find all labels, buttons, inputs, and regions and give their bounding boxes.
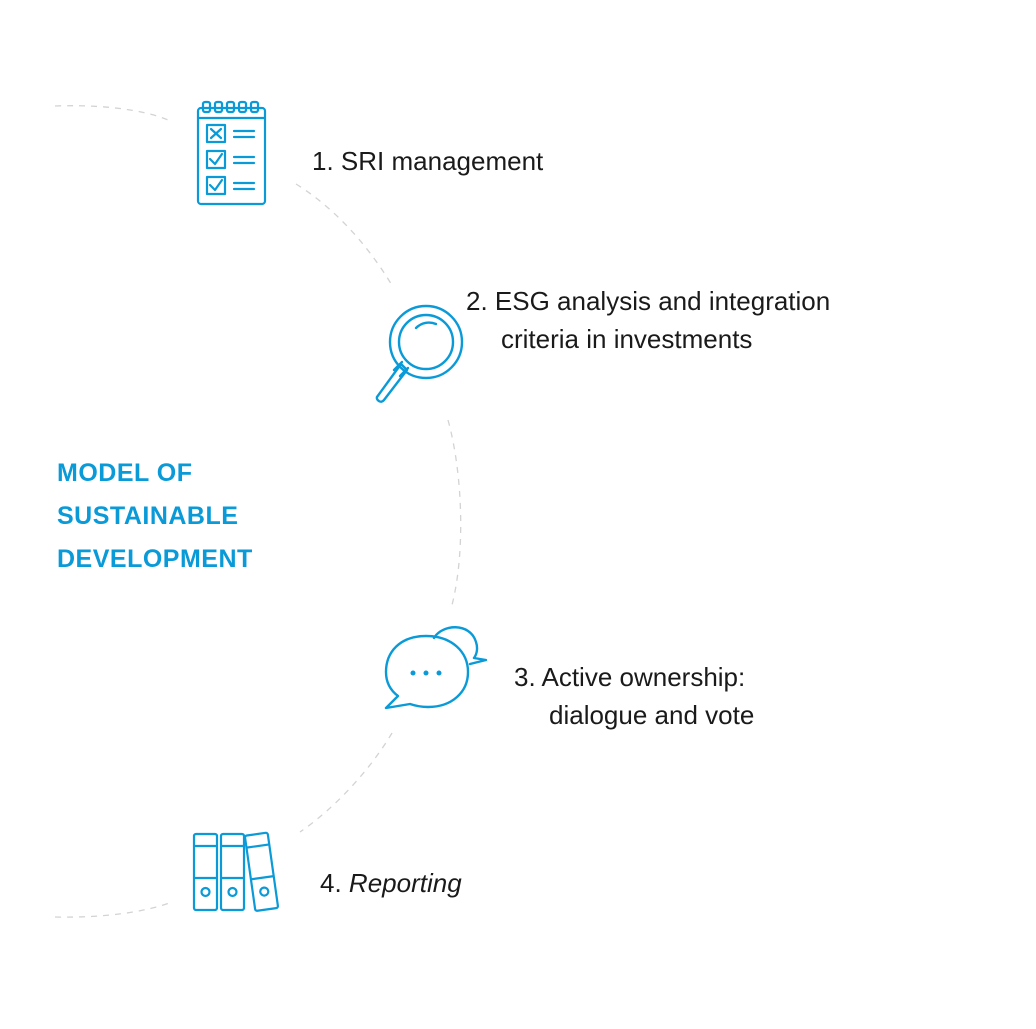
step-number: 2. xyxy=(466,286,488,316)
step-label-line2: dialogue and vote xyxy=(549,700,755,730)
speech-bubbles-icon xyxy=(380,620,492,712)
step-label: SRI management xyxy=(340,146,544,176)
magnifier-icon xyxy=(374,304,464,406)
step-label: Active ownership: xyxy=(541,662,746,692)
binders-icon xyxy=(190,830,286,914)
title-line-2: SUSTAINABLE xyxy=(57,502,239,530)
diagram-title: MODEL OF SUSTAINABLE DEVELOPMENT xyxy=(57,452,253,581)
step-4: 4. Reporting xyxy=(320,864,462,902)
title-line-3: DEVELOPMENT xyxy=(57,545,253,573)
step-3: 3. Active ownership: dialogue and vote xyxy=(514,658,754,734)
step-number: 4. xyxy=(320,868,342,898)
step-label: Reporting xyxy=(348,868,462,898)
step-label-line2: criteria in investments xyxy=(501,324,753,354)
step-1: 1. SRI management xyxy=(312,142,543,180)
step-number: 3. xyxy=(514,662,536,692)
title-line-1: MODEL OF xyxy=(57,459,193,487)
checklist-icon xyxy=(196,100,268,208)
step-number: 1. xyxy=(312,146,334,176)
step-label: ESG analysis and integration xyxy=(494,286,831,316)
step-2: 2. ESG analysis and integration criteria… xyxy=(466,282,830,358)
